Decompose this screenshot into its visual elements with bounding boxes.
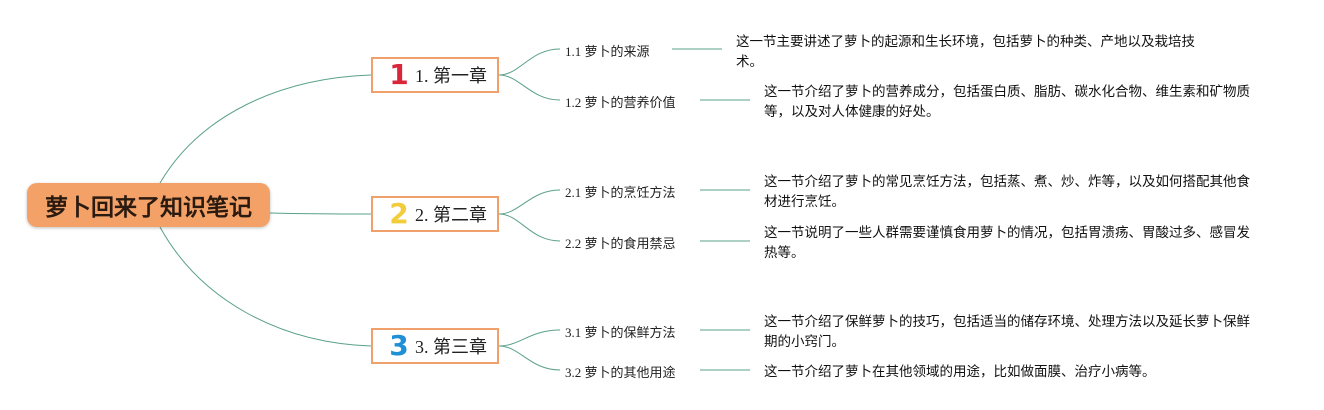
link-root-ch1 — [159, 74, 372, 184]
section-node-1-2[interactable]: 1.2 萝卜的营养价值 — [565, 95, 676, 110]
chapter-label: 2. 第二章 — [415, 205, 487, 225]
section-node-1-1[interactable]: 1.1 萝卜的来源 — [565, 44, 650, 59]
link-root-ch2 — [269, 212, 372, 215]
section-desc-2-1: 这一节介绍了萝卜的常见烹饪方法，包括蒸、煮、炒、炸等，以及如何搭配其他食材进行烹… — [764, 174, 1250, 210]
chapter-label: 1. 第一章 — [415, 66, 487, 86]
link-root-ch3 — [159, 226, 372, 347]
chapter-number-icon: 3 — [389, 329, 409, 362]
link-ch1-s1 — [498, 48, 561, 76]
chapter-node-2[interactable]: 2 2. 第二章 — [371, 196, 499, 232]
section-node-2-2[interactable]: 2.2 萝卜的食用禁忌 — [565, 236, 676, 251]
section-desc-1-2: 这一节介绍了萝卜的营养成分，包括蛋白质、脂肪、碳水化合物、维生素和矿物质等，以及… — [764, 84, 1250, 120]
chapter-number-icon: 2 — [389, 197, 409, 230]
link-ch2-s1 — [498, 189, 561, 215]
section-desc-3-2: 这一节介绍了萝卜在其他领域的用途，比如做面膜、治疗小病等。 — [764, 364, 1156, 380]
link-ch3-s2 — [498, 345, 561, 371]
section-node-2-1[interactable]: 2.1 萝卜的烹饪方法 — [565, 185, 676, 200]
chapter-label: 3. 第三章 — [415, 337, 487, 357]
link-ch1-s2 — [498, 74, 561, 101]
chapter-node-1[interactable]: 1 1. 第一章 — [371, 57, 499, 93]
section-node-3-2[interactable]: 3.2 萝卜的其他用途 — [565, 365, 676, 380]
link-ch3-s1 — [498, 329, 561, 347]
chapter-number-icon: 1 — [389, 58, 409, 91]
link-ch2-s2 — [498, 213, 561, 242]
section-desc-3-1: 这一节介绍了保鲜萝卜的技巧，包括适当的储存环境、处理方法以及延长萝卜保鲜期的小窍… — [764, 314, 1250, 350]
root-node[interactable]: 萝卜回来了知识笔记 — [27, 183, 270, 227]
section-node-3-1[interactable]: 3.1 萝卜的保鲜方法 — [565, 325, 676, 340]
root-title: 萝卜回来了知识笔记 — [45, 195, 252, 221]
chapter-node-3[interactable]: 3 3. 第三章 — [371, 328, 499, 364]
section-desc-1-1: 这一节主要讲述了萝卜的起源和生长环境，包括萝卜的种类、产地以及栽培技术。 — [736, 34, 1195, 70]
section-desc-2-2: 这一节说明了一些人群需要谨慎食用萝卜的情况，包括胃溃疡、胃酸过多、感冒发热等。 — [764, 225, 1250, 261]
